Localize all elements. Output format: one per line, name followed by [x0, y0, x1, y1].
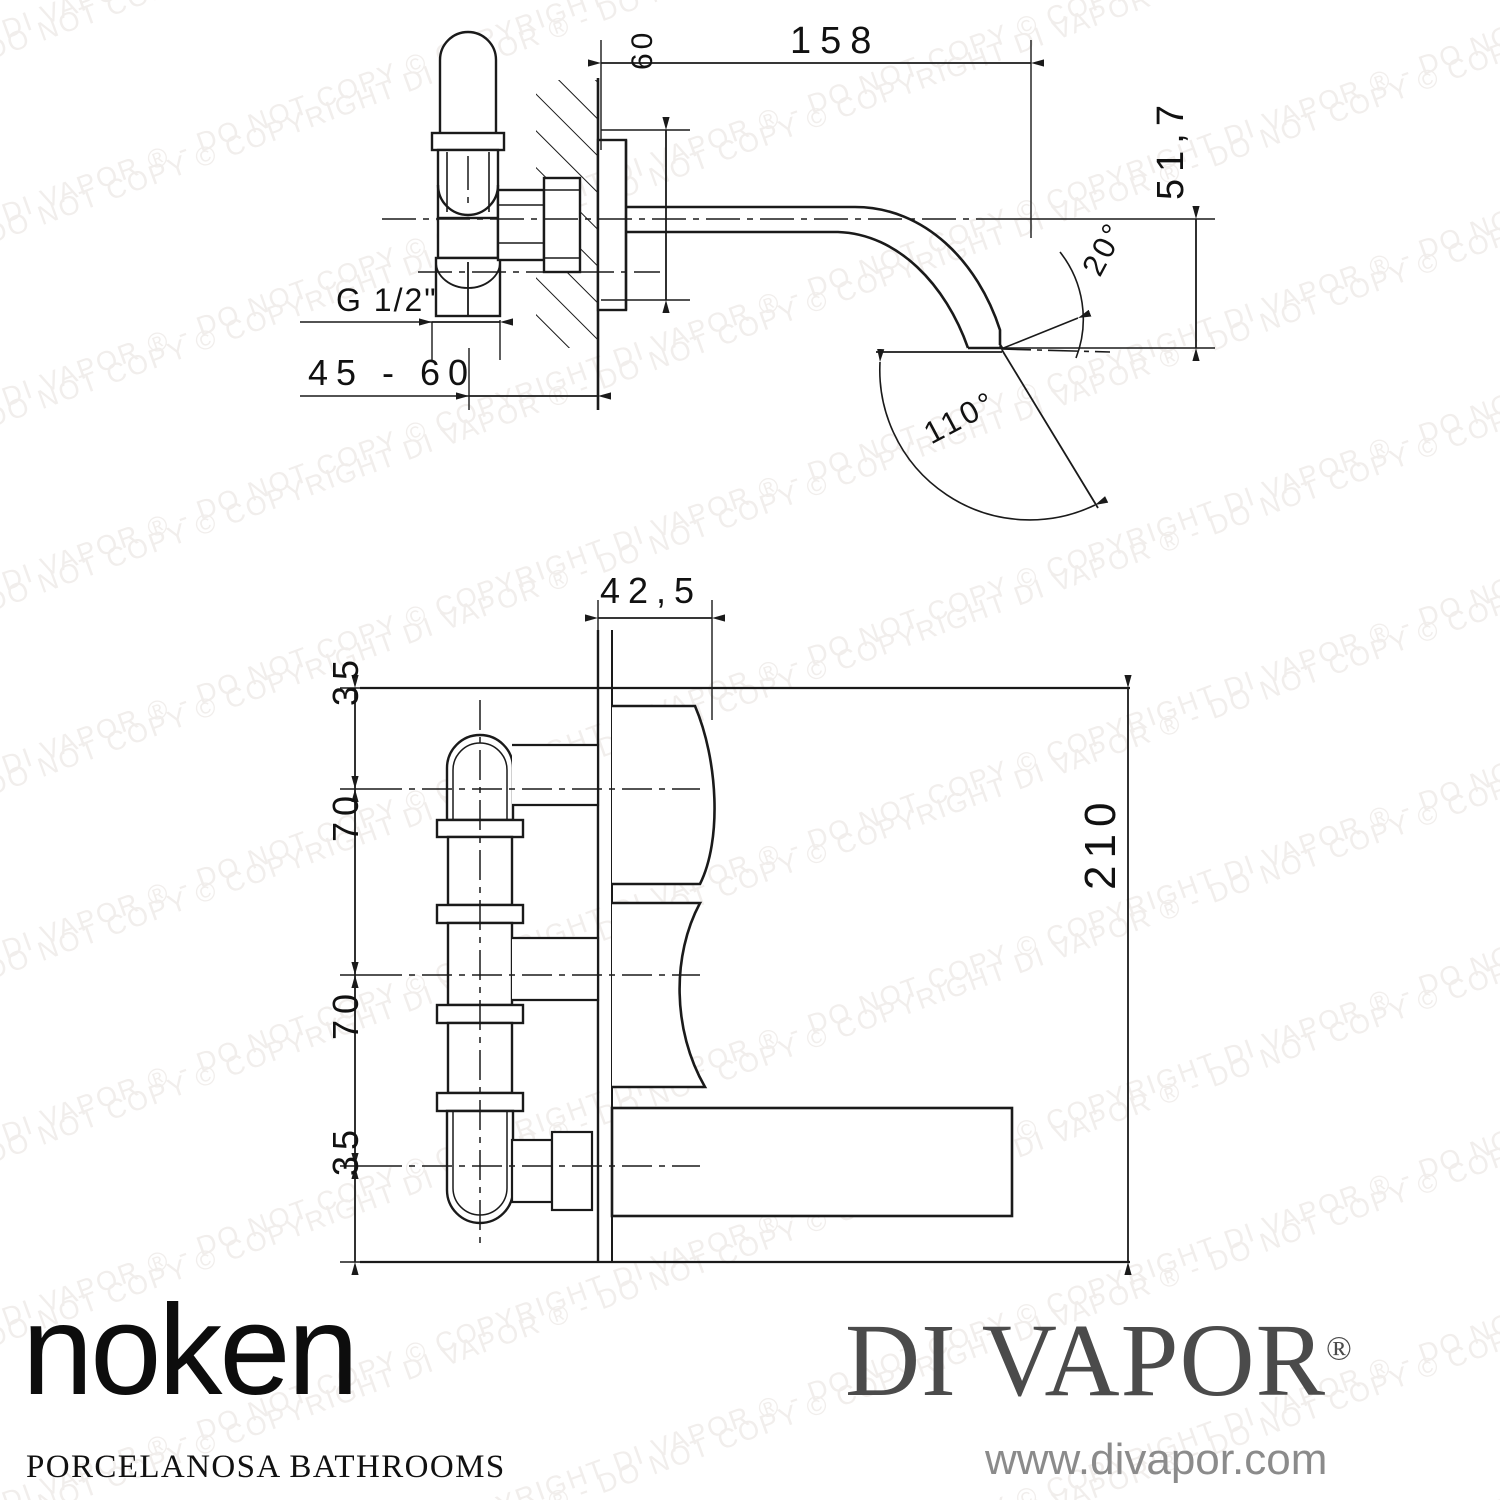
noken-logo-wordmark: noken: [22, 1279, 359, 1422]
dimension-label-42-5: 42,5: [600, 570, 703, 611]
dimension-label-35-bottom: 35: [325, 1123, 366, 1176]
footer-logos: noken PORCELANOSA BATHROOMS DI VAPOR® ww…: [0, 1285, 1500, 1500]
lower-handle: [612, 901, 708, 1089]
spout-front-face: [610, 1106, 1014, 1218]
dimension-158: [588, 40, 1044, 238]
registered-trademark-icon: ®: [1325, 1330, 1352, 1368]
dimension-label-60: 60: [626, 28, 659, 70]
top-section-view: [300, 30, 1215, 521]
dimension-51-7: [1000, 206, 1215, 361]
dimension-label-51-7: 51,7: [1150, 98, 1192, 200]
dimension-60: [601, 117, 690, 313]
divapor-logo-wordmark: DI VAPOR®: [845, 1309, 1352, 1413]
spout-outline: [626, 205, 1004, 350]
wall-flange: [596, 138, 628, 312]
dimension-label-210: 210: [1076, 795, 1125, 890]
divapor-website-url: www.divapor.com: [985, 1435, 1328, 1484]
upper-handle: [612, 704, 716, 886]
dimension-42-5: [585, 600, 725, 720]
front-elevation-view: [340, 600, 1132, 1275]
noken-logo-tagline: PORCELANOSA BATHROOMS: [26, 1449, 506, 1485]
dimension-45-60: [300, 348, 611, 410]
centre-lines: [382, 156, 1000, 273]
divapor-name: DI VAPOR: [845, 1303, 1326, 1418]
angle-110-degrees: [876, 348, 1109, 521]
dimension-label-thread: G 1/2": [336, 282, 438, 318]
dimension-label-45-60: 45 - 60: [308, 352, 477, 393]
dimension-label-70-lower: 70: [325, 987, 366, 1040]
port-axis-lines: [372, 788, 700, 1167]
dimension-chain-vertical: [340, 675, 372, 1275]
dimension-label-35-top: 35: [325, 653, 366, 706]
dimension-g-half-inch: [300, 318, 513, 360]
valve-manifold-front: [435, 733, 600, 1225]
dimension-label-158: 158: [790, 20, 881, 62]
dimension-label-70-upper: 70: [325, 789, 366, 842]
